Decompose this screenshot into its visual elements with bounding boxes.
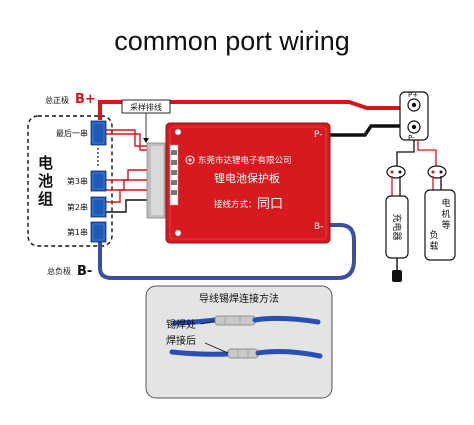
board-pin-b-minus: B-: [314, 222, 323, 232]
page-title: common port wiring: [114, 26, 350, 56]
battery-pack-char-1: 电: [38, 154, 53, 172]
cell-label-1: 第1串: [67, 227, 88, 237]
charger-plug: [386, 165, 406, 196]
sampling-wire-red-3: [106, 169, 150, 181]
cell-2: [90, 196, 107, 218]
motor-char-1: 电: [441, 197, 450, 209]
board-pin-p-minus: P-: [314, 130, 322, 140]
sampling-label: 采样排线: [130, 102, 162, 112]
solder-wire-before: [172, 315, 321, 326]
board-company: 东莞市达锂电子有限公司: [198, 155, 292, 166]
charger-label: 充电器: [391, 213, 403, 240]
sampling-wire-red-4: [106, 179, 150, 191]
board-wiring-prefix: 接线方式：: [214, 199, 257, 210]
total-positive-label: 总正极: [45, 95, 69, 105]
output-port: [399, 91, 429, 141]
cell-1: [90, 221, 107, 243]
motor-char-3: 等: [441, 219, 450, 231]
total-positive-symbol: B+: [75, 92, 96, 107]
cell-label-last: 最后一串: [56, 128, 88, 138]
port-p-minus-label: P-: [408, 134, 415, 142]
motor-pos-wire: [417, 140, 437, 168]
solder-point-label: 锡焊处: [166, 318, 196, 331]
sampling-wire-red-1: [106, 133, 150, 151]
motor-char-5: 载: [429, 240, 438, 252]
sampling-pointer-arrow: [143, 138, 149, 143]
total-negative-label: 总负极: [47, 266, 71, 276]
cell-last: [90, 120, 107, 146]
charger-neg-wire: [396, 140, 415, 168]
motor-plug: [427, 165, 447, 190]
board-p-minus-wire: [329, 124, 412, 137]
port-p-plus-label: P+: [408, 91, 418, 99]
battery-pack-outline: [27, 115, 113, 247]
charger-jack: [392, 270, 402, 282]
solder-wire-after: [169, 348, 323, 359]
company-logo-icon: [185, 155, 195, 165]
inset-title: 导线锡焊连接方法: [199, 292, 279, 305]
negative-main-wire: [98, 223, 356, 280]
after-weld-pointer: [204, 342, 229, 354]
positive-main-wire: [98, 100, 412, 120]
total-negative-symbol: B-: [77, 264, 92, 279]
battery-pack-char-2: 池: [38, 172, 53, 190]
cell-label-3: 第3串: [67, 176, 88, 186]
sampling-connector-inner: [151, 146, 163, 215]
motor-load-box: [424, 189, 456, 261]
solder-point-pointer: [200, 320, 216, 325]
protection-board: [165, 122, 331, 244]
sampling-wire-black: [106, 199, 150, 213]
board-wiring-mode: 同口: [257, 197, 283, 212]
after-weld-label: 焊接后: [166, 334, 196, 347]
cell-3: [90, 170, 107, 192]
sampling-wire-red-5: [106, 189, 150, 203]
motor-char-4: 负: [429, 229, 438, 241]
battery-pack-char-3: 组: [38, 190, 53, 208]
inset-panel: [145, 285, 333, 399]
board-name: 锂电池保护板: [214, 171, 280, 185]
cell-label-2: 第2串: [67, 202, 88, 212]
motor-char-2: 机: [441, 208, 450, 220]
sampling-wire-red-2: [106, 129, 150, 147]
